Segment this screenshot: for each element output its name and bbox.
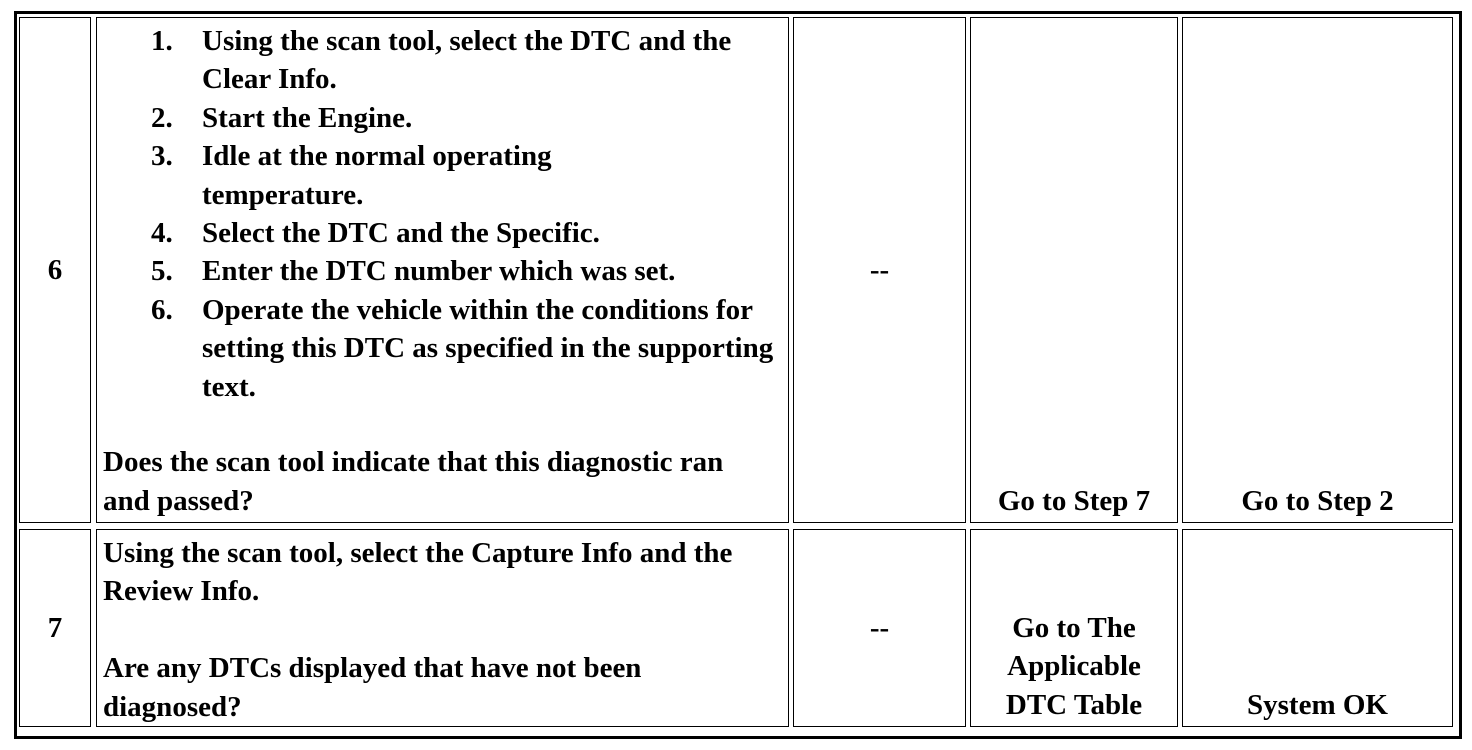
- step-number: 7: [47, 611, 63, 644]
- yes-action: Go to Step 7: [997, 484, 1151, 517]
- action-step: 3.Idle at the normal operating temperatu…: [151, 140, 552, 211]
- action-cell: 1.Using the scan tool, select the DTC an…: [96, 17, 789, 523]
- action-cell: Using the scan tool, select the Capture …: [96, 529, 789, 727]
- step-number-cell: 6: [19, 17, 91, 523]
- value-cell: --: [793, 17, 966, 523]
- action-step: 4.Select the DTC and the Specific.: [151, 217, 600, 250]
- step-number-cell: 7: [19, 529, 91, 727]
- step-number: 6: [47, 253, 63, 286]
- value-text: --: [869, 611, 890, 644]
- yes-cell: Go to Step 7: [970, 17, 1178, 523]
- action-step: 2.Start the Engine.: [151, 101, 413, 134]
- yes-action: Go to The Applicable DTC Table: [1005, 611, 1143, 721]
- no-cell: System OK: [1182, 529, 1453, 727]
- action-steps-list: 1.Using the scan tool, select the DTC an…: [151, 22, 788, 406]
- no-action: Go to Step 2: [1241, 484, 1394, 517]
- value-cell: --: [793, 529, 966, 727]
- action-question: Does the scan tool indicate that this di…: [103, 446, 724, 517]
- action-step: 6.Operate the vehicle within the conditi…: [151, 293, 774, 403]
- no-action: System OK: [1247, 688, 1388, 721]
- action-text: Using the scan tool, select the Capture …: [103, 534, 783, 726]
- action-instruction: Using the scan tool, select the Capture …: [103, 537, 733, 608]
- action-step: 1.Using the scan tool, select the DTC an…: [151, 25, 732, 96]
- no-cell: Go to Step 2: [1182, 17, 1453, 523]
- diagnostic-table: [14, 11, 1462, 739]
- action-step: 5.Enter the DTC number which was set.: [151, 255, 676, 288]
- yes-cell: Go to The Applicable DTC Table: [970, 529, 1178, 727]
- value-text: --: [869, 253, 890, 286]
- action-question: Are any DTCs displayed that have not bee…: [103, 652, 642, 723]
